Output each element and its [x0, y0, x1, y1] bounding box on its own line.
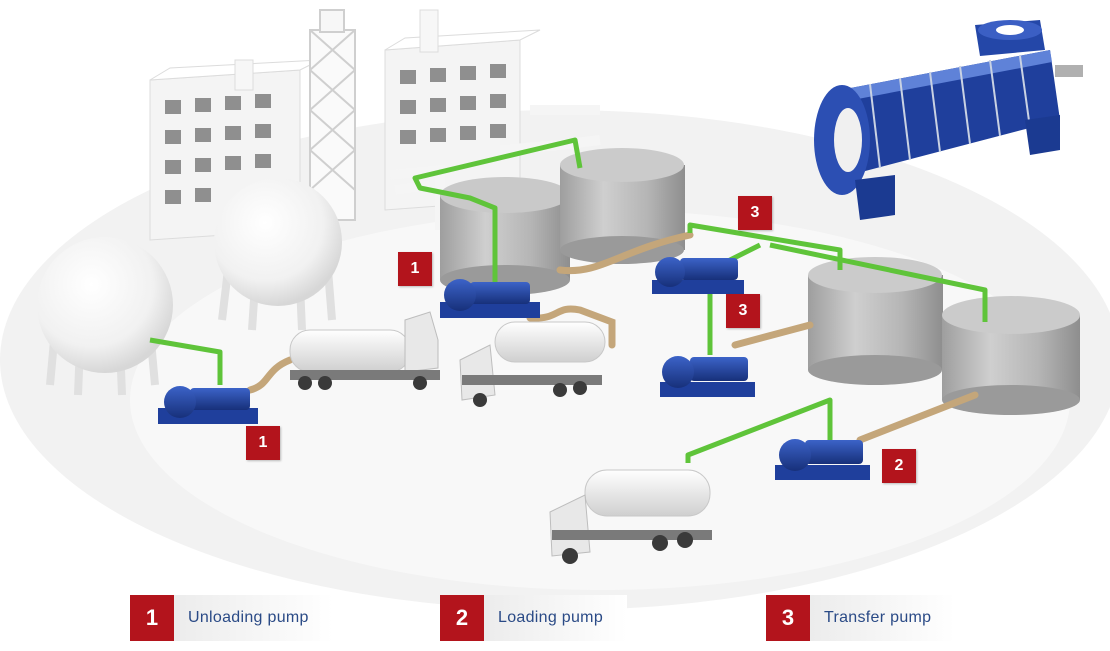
suction-pipes: [246, 231, 979, 444]
tanker-truck-1: [289, 311, 440, 390]
sphere-tank-left: [37, 237, 173, 396]
legend-item-unloading: 1 Unloading pump: [130, 595, 333, 641]
pump-loading: [775, 439, 870, 480]
storage-tank-b: [560, 148, 685, 264]
lattice-tower: [309, 9, 356, 221]
pump-transfer-mid: [660, 356, 755, 397]
multistage-pump-image: [814, 20, 1083, 220]
pump-unloading-tank: [440, 279, 540, 318]
legend-number: 2: [440, 595, 484, 641]
marker-unloading-truck: 1: [246, 426, 280, 460]
legend-number: 3: [766, 595, 810, 641]
legend-item-loading: 2 Loading pump: [440, 595, 628, 641]
tanker-truck-2: [459, 321, 606, 407]
sphere-tank-right: [214, 178, 342, 331]
marker-unloading-tank: 1: [398, 252, 432, 286]
marker-loading: 2: [882, 449, 916, 483]
legend-label: Transfer pump: [810, 595, 956, 641]
storage-tank-c: [808, 257, 943, 385]
marker-transfer-mid: 3: [726, 294, 760, 328]
tanker-truck-3: [549, 469, 712, 564]
storage-tank-d: [942, 296, 1080, 415]
pump-transfer-top: [652, 257, 744, 294]
legend-item-transfer: 3 Transfer pump: [766, 595, 956, 641]
legend-label: Loading pump: [484, 595, 628, 641]
legend-number: 1: [130, 595, 174, 641]
marker-transfer-top: 3: [738, 196, 772, 230]
legend-label: Unloading pump: [174, 595, 333, 641]
discharge-pipes: [149, 137, 988, 463]
pump-unloading-truck: [158, 386, 258, 424]
